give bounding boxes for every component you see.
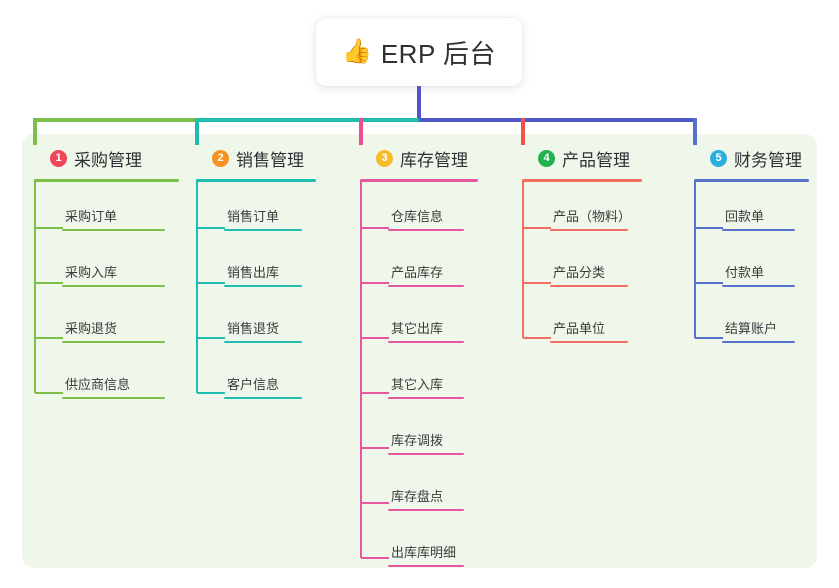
branch-item[interactable]: 产品（物料） bbox=[550, 206, 642, 231]
branch-item-underline bbox=[550, 285, 628, 287]
branch-item-underline bbox=[224, 229, 302, 231]
branch-item[interactable]: 结算账户 bbox=[722, 318, 809, 343]
branch-item-label: 产品（物料） bbox=[553, 209, 632, 224]
branch-item-underline bbox=[62, 285, 165, 287]
branch-number-badge: 5 bbox=[710, 149, 727, 167]
branch-item[interactable]: 销售订单 bbox=[224, 206, 316, 231]
branch-column-5: 5 财务管理回款单付款单结算账户 bbox=[694, 146, 809, 343]
branch-underline bbox=[694, 179, 809, 182]
branch-item[interactable]: 产品库存 bbox=[388, 262, 478, 287]
branch-item-label: 回款单 bbox=[725, 209, 765, 224]
branch-underline bbox=[34, 179, 179, 182]
branch-column-4: 4 产品管理产品（物料） 产品分类产品单位 bbox=[522, 146, 642, 343]
branch-item[interactable]: 回款单 bbox=[722, 206, 809, 231]
branch-title: 财务管理 bbox=[734, 150, 802, 170]
branch-items: 仓库信息产品库存其它出库其它入库库存调拨库存盘点出库库明细 bbox=[360, 206, 478, 567]
branch-title: 销售管理 bbox=[236, 150, 304, 170]
branch-item[interactable]: 销售退货 bbox=[224, 318, 316, 343]
branch-column-2: 2 销售管理销售订单销售出库销售退货客户信息 bbox=[196, 146, 316, 399]
branch-item-underline bbox=[62, 397, 165, 399]
branch-item-label: 产品单位 bbox=[553, 321, 606, 336]
branch-item-underline bbox=[722, 341, 795, 343]
branch-item-underline bbox=[62, 229, 165, 231]
branch-title: 采购管理 bbox=[74, 150, 142, 170]
branch-item-label: 采购订单 bbox=[65, 209, 118, 224]
branch-item[interactable]: 产品单位 bbox=[550, 318, 642, 343]
branch-header-4[interactable]: 4 产品管理 bbox=[522, 146, 642, 170]
diagram-panel bbox=[22, 134, 817, 568]
branch-header-5[interactable]: 5 财务管理 bbox=[694, 146, 809, 170]
branch-title: 库存管理 bbox=[400, 150, 468, 170]
branch-item-underline bbox=[388, 229, 464, 231]
branch-item[interactable]: 仓库信息 bbox=[388, 206, 478, 231]
branch-item-label: 销售出库 bbox=[227, 265, 280, 280]
branch-item-underline bbox=[388, 565, 464, 567]
branch-item-label: 其它出库 bbox=[391, 321, 444, 336]
branch-item[interactable]: 出库库明细 bbox=[388, 542, 478, 567]
branch-item-label: 采购入库 bbox=[65, 265, 118, 280]
branch-number-badge: 2 bbox=[212, 149, 229, 167]
branch-item-label: 客户信息 bbox=[227, 377, 280, 392]
branch-item[interactable]: 供应商信息 bbox=[62, 374, 179, 399]
branch-item-underline bbox=[388, 397, 464, 399]
branch-header-1[interactable]: 1 采购管理 bbox=[34, 146, 179, 170]
branch-item-underline bbox=[224, 285, 302, 287]
branch-column-1: 1 采购管理采购订单采购入库采购退货供应商信息 bbox=[34, 146, 179, 399]
branch-number-badge: 4 bbox=[538, 149, 555, 167]
branch-item-underline bbox=[550, 229, 628, 231]
branch-item-label: 产品库存 bbox=[391, 265, 444, 280]
branch-items: 产品（物料） 产品分类产品单位 bbox=[522, 206, 642, 343]
branch-item[interactable]: 销售出库 bbox=[224, 262, 316, 287]
branch-item[interactable]: 库存调拨 bbox=[388, 430, 478, 455]
branch-item-label: 其它入库 bbox=[391, 377, 444, 392]
branch-item-label: 付款单 bbox=[725, 265, 765, 280]
branch-item-label: 结算账户 bbox=[725, 321, 778, 336]
branch-item-underline bbox=[388, 341, 464, 343]
branch-item-label: 销售订单 bbox=[227, 209, 280, 224]
branch-item-label: 产品分类 bbox=[553, 265, 606, 280]
branch-item-underline bbox=[388, 453, 464, 455]
branch-item-underline bbox=[224, 341, 302, 343]
branch-item[interactable]: 其它出库 bbox=[388, 318, 478, 343]
branch-item-label: 仓库信息 bbox=[391, 209, 444, 224]
branch-item[interactable]: 产品分类 bbox=[550, 262, 642, 287]
branch-item-underline bbox=[722, 229, 795, 231]
branch-underline bbox=[360, 179, 478, 182]
branch-items: 回款单付款单结算账户 bbox=[694, 206, 809, 343]
branch-item-underline bbox=[388, 285, 464, 287]
root-node-card[interactable]: 👍 ERP 后台 bbox=[316, 18, 522, 86]
branch-item-underline bbox=[550, 341, 628, 343]
branch-item[interactable]: 采购入库 bbox=[62, 262, 179, 287]
root-node-content: 👍 ERP 后台 bbox=[342, 34, 496, 71]
branch-item-label: 采购退货 bbox=[65, 321, 118, 336]
branch-item-underline bbox=[62, 341, 165, 343]
branch-underline bbox=[522, 179, 642, 182]
branch-number-badge: 3 bbox=[376, 149, 393, 167]
branch-item-label: 出库库明细 bbox=[391, 545, 457, 560]
branch-item[interactable]: 库存盘点 bbox=[388, 486, 478, 511]
branch-item[interactable]: 采购订单 bbox=[62, 206, 179, 231]
branch-item-label: 销售退货 bbox=[227, 321, 280, 336]
branch-item[interactable]: 采购退货 bbox=[62, 318, 179, 343]
branch-column-3: 3 库存管理仓库信息产品库存其它出库其它入库库存调拨库存盘点出库库明细 bbox=[360, 146, 478, 567]
branch-item[interactable]: 客户信息 bbox=[224, 374, 316, 399]
branch-underline bbox=[196, 179, 316, 182]
branch-item-underline bbox=[388, 509, 464, 511]
branch-items: 采购订单采购入库采购退货供应商信息 bbox=[34, 206, 179, 399]
branch-header-3[interactable]: 3 库存管理 bbox=[360, 146, 478, 170]
branch-item[interactable]: 付款单 bbox=[722, 262, 809, 287]
branch-item[interactable]: 其它入库 bbox=[388, 374, 478, 399]
thumbs-up-icon: 👍 bbox=[341, 38, 372, 65]
root-title: ERP 后台 bbox=[380, 38, 497, 69]
branch-item-label: 库存盘点 bbox=[391, 489, 444, 504]
branch-item-underline bbox=[224, 397, 302, 399]
branch-items: 销售订单销售出库销售退货客户信息 bbox=[196, 206, 316, 399]
branch-title: 产品管理 bbox=[562, 150, 630, 170]
branch-item-label: 库存调拨 bbox=[391, 433, 444, 448]
branch-number-badge: 1 bbox=[50, 149, 67, 167]
branch-header-2[interactable]: 2 销售管理 bbox=[196, 146, 316, 170]
branch-item-label: 供应商信息 bbox=[65, 377, 131, 392]
branch-item-underline bbox=[722, 285, 795, 287]
